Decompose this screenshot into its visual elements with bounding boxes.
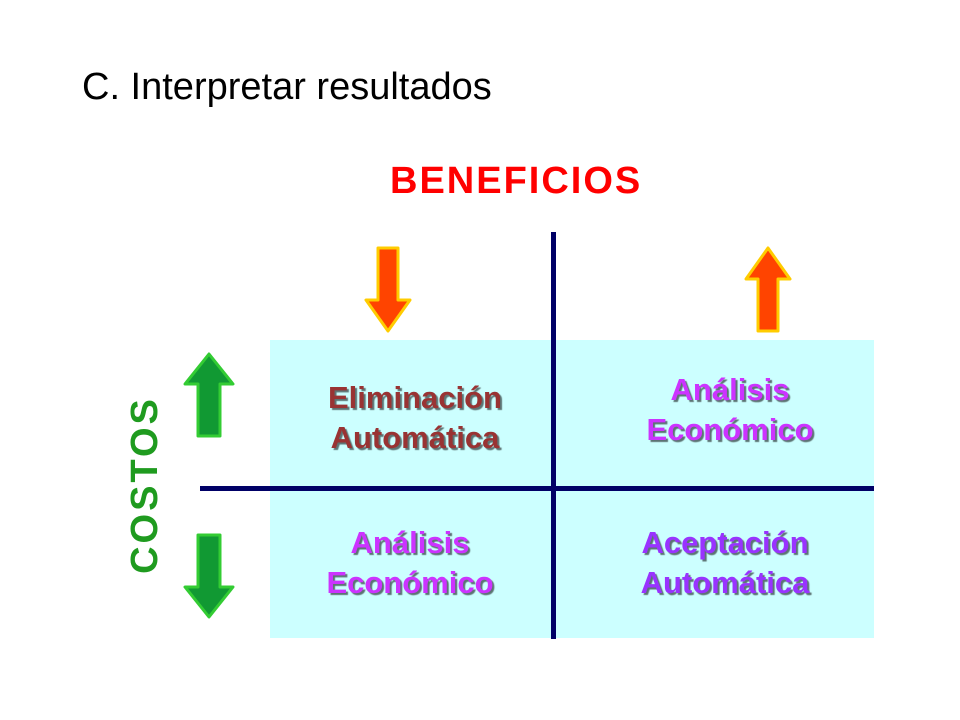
- quadrant-top-right-text: Análisis Económico: [600, 370, 860, 450]
- benefits-label: BENEFICIOS: [390, 160, 643, 202]
- cost-up-arrow-icon: [183, 352, 235, 438]
- benefit-down-arrow-icon: [364, 246, 412, 333]
- cost-down-arrow-icon: [183, 533, 235, 619]
- quadrant-top-left-line1: Eliminación: [328, 380, 502, 415]
- quadrant-bottom-right-text: Aceptación Automática: [590, 523, 860, 603]
- vertical-divider: [551, 232, 556, 639]
- quadrant-bottom-left-text: Análisis Económico: [280, 523, 540, 603]
- horizontal-divider-left: [200, 486, 266, 491]
- quadrant-top-left-text: Eliminación Automática: [285, 378, 545, 458]
- quadrant-bottom-right-line2: Automática: [640, 565, 810, 600]
- quadrant-bottom-left-line1: Análisis: [350, 525, 470, 560]
- benefit-up-arrow-icon: [744, 246, 792, 333]
- quadrant-top-right-line2: Económico: [646, 412, 814, 447]
- horizontal-divider: [266, 486, 874, 491]
- quadrant-bottom-left-line2: Económico: [326, 565, 494, 600]
- costs-label: COSTOS: [124, 396, 166, 574]
- quadrant-bottom-right-line1: Aceptación: [641, 525, 809, 560]
- slide-title: C. Interpretar resultados: [82, 66, 492, 108]
- quadrant-top-right-line1: Análisis: [670, 372, 790, 407]
- quadrant-top-left-line2: Automática: [330, 420, 500, 455]
